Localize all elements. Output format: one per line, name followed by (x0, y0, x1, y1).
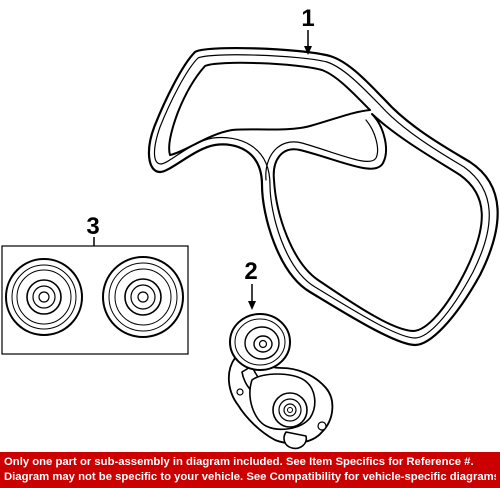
tensioner-hub (272, 392, 308, 428)
leader-arrow-belt (304, 46, 312, 55)
tensioner-bolt-hole (236, 388, 244, 396)
tensioner-pulley (229, 313, 291, 371)
leader-arrow-tensioner (248, 301, 256, 310)
idler-pulley-right (102, 256, 184, 338)
pulley-frame (1, 245, 189, 355)
idler-pulley-set (1, 245, 189, 355)
belt-inner-rib (168, 61, 371, 156)
serpentine-belt (147, 46, 499, 347)
callout-number-tensioner: 2 (244, 258, 257, 285)
disclaimer-line-1: Only one part or sub-assembly in diagram… (4, 456, 474, 468)
belt-inner-loop (272, 113, 483, 332)
callout-number-belt: 1 (301, 5, 314, 32)
callout-2: 2 (244, 258, 258, 310)
callout-1: 1 (301, 5, 315, 55)
disclaimer-banner: Only one part or sub-assembly in diagram… (0, 452, 500, 488)
belt-inner-edge-a (153, 54, 490, 339)
belt-inner-loop-rib (265, 119, 379, 181)
callout-number-pulleys: 3 (86, 213, 99, 240)
disclaimer-line-2: Diagram may not be specific to your vehi… (4, 471, 496, 483)
belt-outer-edge (147, 46, 499, 347)
tensioner-mount-tab (283, 431, 308, 450)
tensioner-bolt-hole (317, 421, 327, 431)
belt-tensioner (228, 313, 334, 450)
callout-3: 3 (86, 213, 100, 246)
parts-diagram: 1 2 3 (1, 5, 499, 450)
idler-pulley-left (5, 258, 83, 336)
